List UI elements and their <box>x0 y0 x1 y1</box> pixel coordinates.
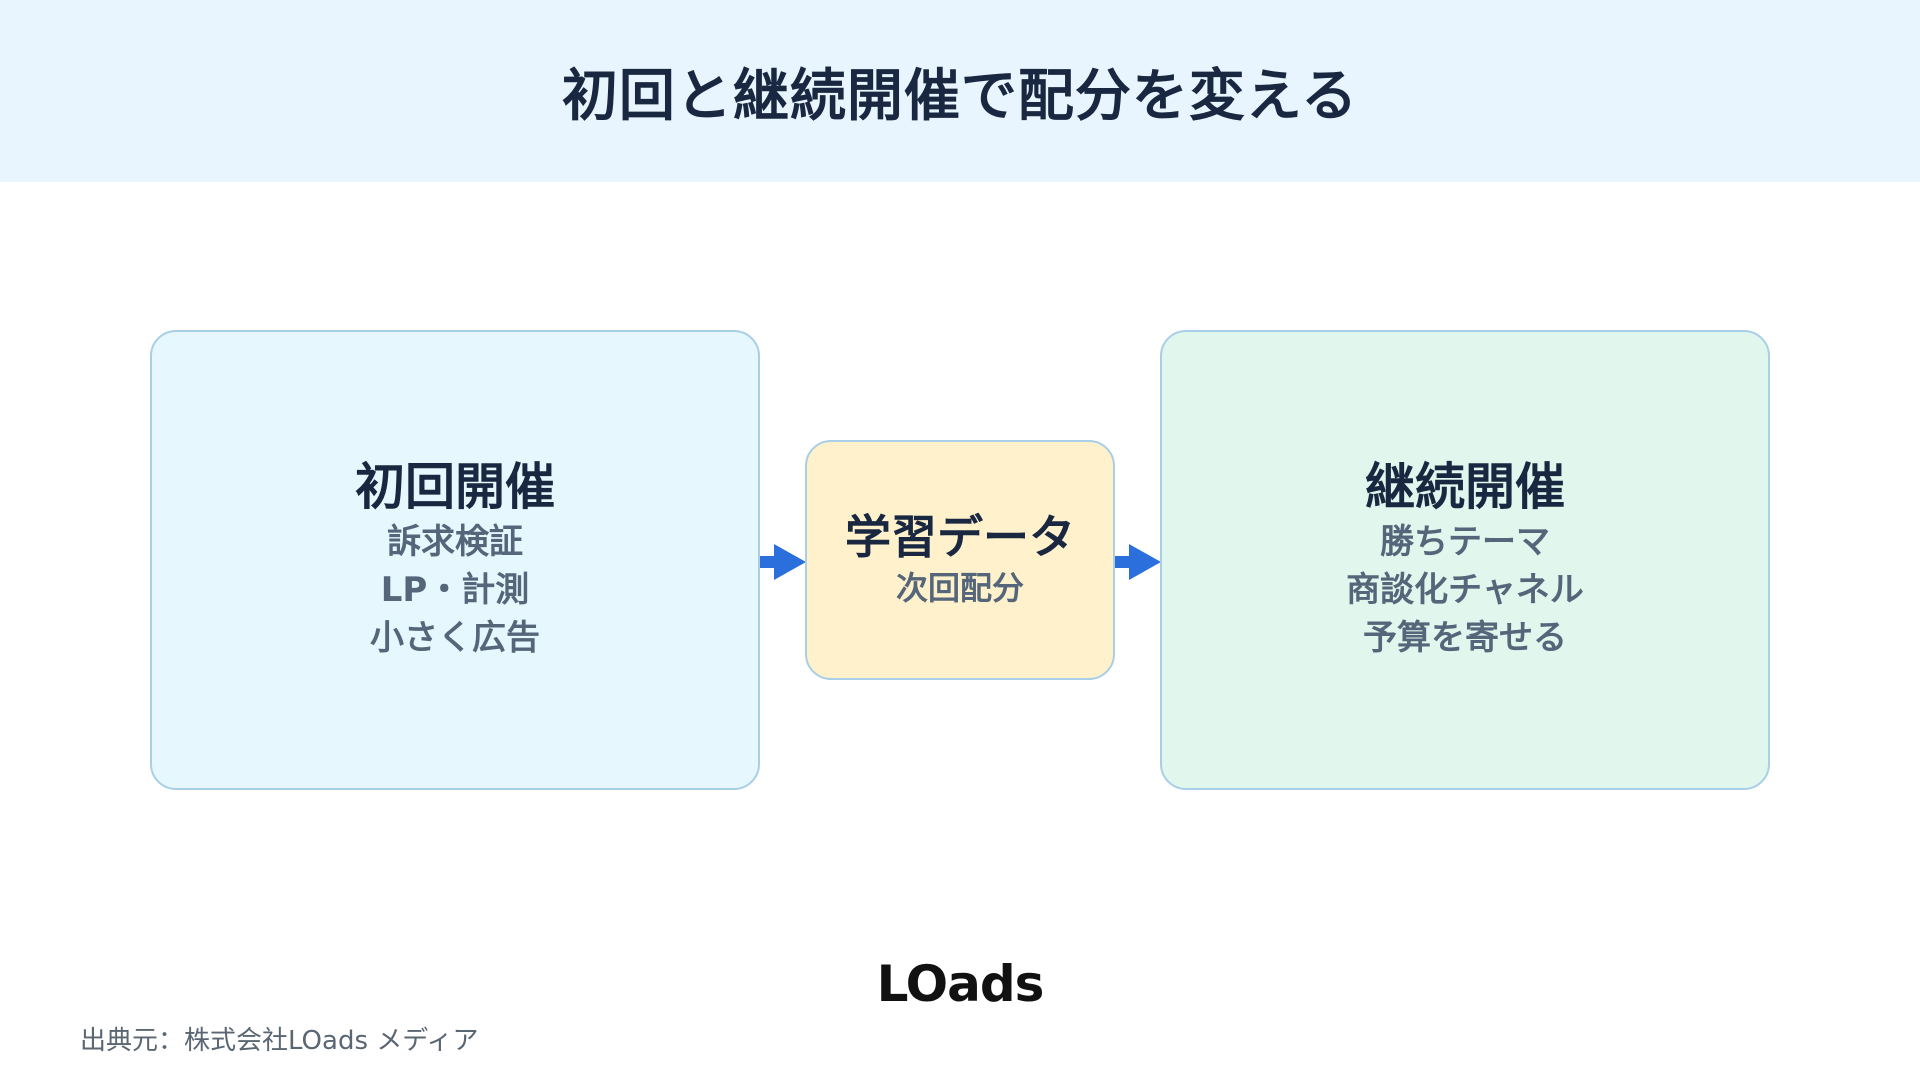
first-event-item: LP・計測 <box>380 570 530 610</box>
continuing-event-title: 継続開催 <box>1365 458 1565 516</box>
learning-data-title: 学習データ <box>845 510 1075 564</box>
source-credit: 出典元：株式会社LOads メディア <box>80 1026 479 1056</box>
learning-data-box: 学習データ 次回配分 <box>805 440 1115 680</box>
arrow-right-icon <box>760 544 806 580</box>
first-event-title: 初回開催 <box>355 458 555 516</box>
arrow-right-icon <box>1115 544 1161 580</box>
continuing-event-item: 勝ちテーマ <box>1380 522 1550 562</box>
continuing-event-item: 予算を寄せる <box>1363 618 1567 658</box>
first-event-item: 小さく広告 <box>370 618 540 658</box>
page-title: 初回と継続開催で配分を変える <box>561 63 1359 129</box>
header-banner: 初回と継続開催で配分を変える <box>0 0 1920 182</box>
loads-logo: LOads <box>876 955 1045 1013</box>
continuing-event-box: 継続開催 勝ちテーマ 商談化チャネル 予算を寄せる <box>1160 330 1770 790</box>
continuing-event-item: 商談化チャネル <box>1346 570 1584 610</box>
learning-data-item: 次回配分 <box>895 569 1024 607</box>
first-event-box: 初回開催 訴求検証 LP・計測 小さく広告 <box>150 330 760 790</box>
first-event-item: 訴求検証 <box>387 522 523 562</box>
